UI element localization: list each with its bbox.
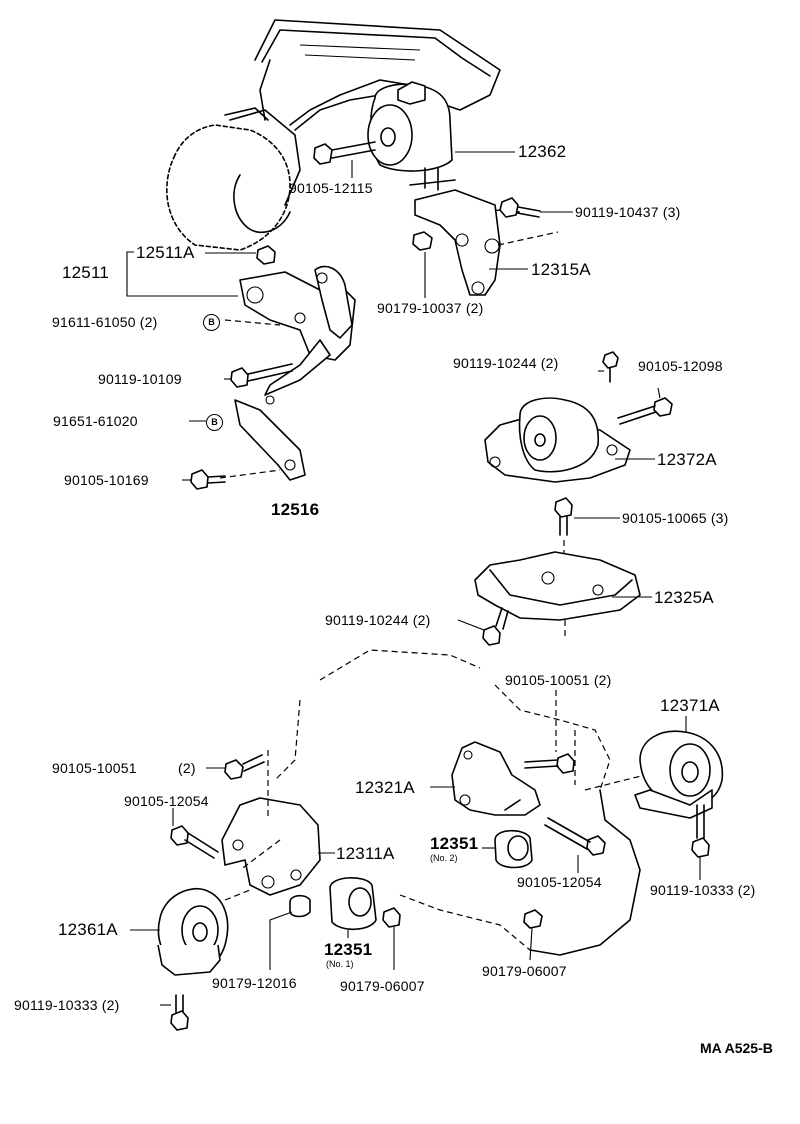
bushing-12351-no2: [494, 829, 533, 869]
bracket-12325A-drawing: [474, 551, 641, 640]
mount-12361A-drawing: [157, 888, 251, 976]
reference-bubble-b-lower: B: [206, 414, 223, 431]
bolt-90119-10109: [230, 363, 293, 388]
bracket-12311A-drawing: [221, 750, 321, 896]
label-91611-61050: 91611-61050 (2): [52, 314, 158, 330]
bolt-90119-10333-right: [691, 804, 710, 858]
label-90119-10333-right: 90119-10333 (2): [650, 882, 756, 898]
bolt-90105-10169: [190, 469, 226, 490]
label-12351-no1: 12351: [324, 940, 373, 959]
bolt-90105-12054-left: [170, 825, 219, 859]
bolt-90105-12054-right: [544, 817, 606, 856]
label-90179-06007-right: 90179-06007: [482, 963, 567, 979]
label-90105-10051-right: 90105-10051 (2): [505, 672, 612, 688]
label-12315A: 12315A: [531, 260, 591, 279]
bracket-12516: [219, 339, 331, 481]
label-12311A: 12311A: [336, 844, 395, 863]
bolt-90105-10051-right: [524, 690, 575, 774]
mount-12371A-drawing: [634, 730, 724, 819]
label-90105-10169: 90105-10169: [64, 472, 149, 488]
label-12362: 12362: [518, 142, 567, 161]
label-12516: 12516: [271, 500, 320, 519]
mount-12372A-drawing: [484, 351, 631, 483]
leader-lines: [126, 151, 701, 1006]
nut-90179-06007-right: [523, 909, 543, 929]
label-90105-12098: 90105-12098: [638, 358, 723, 374]
bolt-90105-12098: [617, 397, 673, 425]
label-12371A: 12371A: [660, 696, 720, 715]
label-90105-10051-left: 90105-10051: [52, 760, 137, 776]
label-90119-10109: 90119-10109: [98, 371, 182, 387]
bolt-90105-10051-left: [224, 754, 265, 780]
alternator-drawing: [166, 107, 301, 260]
label-90119-10437: 90119-10437 (3): [575, 204, 681, 220]
label-12351-no2: 12351: [430, 834, 479, 853]
bushing-12351-no1: [329, 877, 377, 931]
label-12321A: 12321A: [355, 778, 415, 797]
label-90119-10244-top: 90119-10244 (2): [453, 355, 559, 371]
diagram-code: MA A525-B: [700, 1040, 773, 1056]
label-90105-12115: 90105-12115: [289, 180, 373, 196]
label-90179-10037: 90179-10037 (2): [377, 300, 484, 316]
collar-90179-12016: [289, 894, 311, 918]
bolt-90119-10437: [499, 197, 541, 218]
label-12361A: 12361A: [58, 920, 118, 939]
label-90179-06007-left: 90179-06007: [340, 978, 425, 994]
nut-90179-06007-left: [382, 907, 401, 928]
bolt-90119-10244-mid: [482, 607, 509, 646]
mount-12362-drawing: [367, 81, 456, 191]
reference-bubble-b-upper: B: [203, 314, 220, 331]
bracket-12511: [224, 245, 356, 361]
label-12351-no1-sub: (No. 1): [326, 959, 354, 969]
bolt-90105-12115: [313, 141, 376, 165]
label-90105-10051-left-qty: (2): [178, 760, 196, 776]
label-12511: 12511: [62, 263, 110, 282]
label-12372A: 12372A: [657, 450, 717, 469]
label-90179-12016: 90179-12016: [212, 975, 297, 991]
transaxle-outline: [274, 649, 646, 956]
bolt-90105-10065: [554, 497, 573, 575]
bracket-12321A-drawing: [451, 741, 541, 816]
nut-90179-10037: [412, 231, 433, 251]
label-90119-10333-left: 90119-10333 (2): [14, 997, 120, 1013]
label-90105-12054-right: 90105-12054: [517, 874, 602, 890]
label-12325A: 12325A: [654, 588, 714, 607]
label-91651-61020: 91651-61020: [53, 413, 138, 429]
label-90105-12054-left: 90105-12054: [124, 793, 209, 809]
label-12351-no2-sub: (No. 2): [430, 853, 458, 863]
label-90119-10244-mid: 90119-10244 (2): [325, 612, 431, 628]
bolt-90119-10333-left: [170, 994, 189, 1031]
bracket-12315A: [414, 189, 559, 296]
label-12511A: 12511A: [136, 243, 195, 262]
label-90105-10065: 90105-10065 (3): [622, 510, 729, 526]
